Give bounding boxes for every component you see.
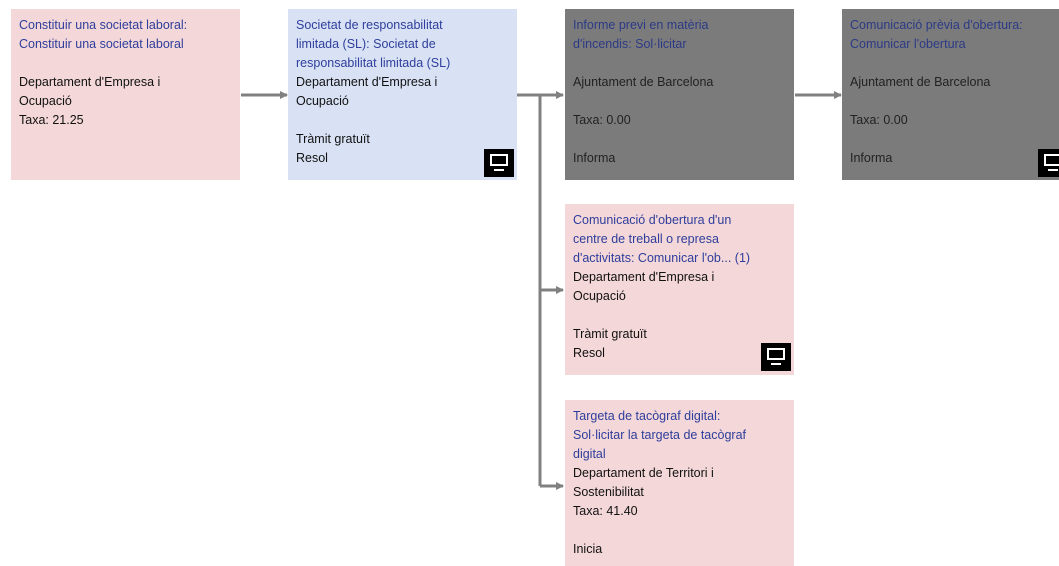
card-title-line: Societat de responsabilitat	[296, 18, 443, 32]
card-title[interactable]: Societat de responsabilitat limitada (SL)…	[296, 16, 509, 73]
card-title-line: Informe previ en matèria	[573, 18, 709, 32]
card-title-line: Targeta de tacògraf digital:	[573, 409, 721, 423]
card-detail-line: Taxa: 0.00	[850, 113, 908, 127]
card-detail-line: Tràmit gratuït	[296, 132, 370, 146]
card-societat-responsabilitat-limitada[interactable]: Societat de responsabilitat limitada (SL)…	[288, 9, 517, 180]
card-title-line: Sol·licitar la targeta de tacògraf	[573, 428, 747, 442]
card-title-line: d'activitats: Comunicar l'ob... (1)	[573, 251, 751, 265]
card-detail-line: Ajuntament de Barcelona	[850, 75, 991, 89]
card-detail-line: Ocupació	[573, 289, 626, 303]
card-details: Departament de Territori i Sostenibilitat…	[573, 464, 786, 559]
card-detail-line: Departament d'Empresa i	[19, 75, 161, 89]
card-title[interactable]: Comunicació prèvia d'obertura: Comunicar …	[850, 16, 1059, 54]
card-detail-line: Sostenibilitat	[573, 485, 644, 499]
card-title-line: limitada (SL): Societat de	[296, 37, 436, 51]
card-detail-line: Ocupació	[19, 94, 72, 108]
card-detail-line: Departament d'Empresa i	[573, 270, 715, 284]
card-detail-line: Inicia	[573, 542, 603, 556]
card-detail-line: Ocupació	[296, 94, 349, 108]
card-title-line: Comunicar l'obertura	[850, 37, 966, 51]
card-detail-line: Resol	[296, 151, 328, 165]
card-detail-line: Informa	[850, 151, 893, 165]
card-detail-line: Informa	[573, 151, 616, 165]
card-detail-line: Resol	[573, 346, 605, 360]
card-detail-line: Taxa: 21.25	[19, 113, 84, 127]
card-title[interactable]: Comunicació d'obertura d'un centre de tre…	[573, 211, 786, 268]
card-title-line: digital	[573, 447, 606, 461]
card-societat-laboral[interactable]: Constituir una societat laboral: Constitu…	[11, 9, 240, 180]
card-detail-line: Ajuntament de Barcelona	[573, 75, 714, 89]
card-title-line: Constituir una societat laboral:	[19, 18, 188, 32]
card-detail-line: Tràmit gratuït	[573, 327, 647, 341]
card-title-line: centre de treball o represa	[573, 232, 719, 246]
card-title[interactable]: Informe previ en matèria d'incendis: Sol·…	[573, 16, 786, 54]
card-detail-line: Departament de Territori i	[573, 466, 714, 480]
card-title[interactable]: Constituir una societat laboral: Constitu…	[19, 16, 232, 54]
card-title-line: Comunicació d'obertura d'un	[573, 213, 732, 227]
card-detail-line: Taxa: 0.00	[573, 113, 631, 127]
card-comunicacio-previa-obertura[interactable]: Comunicació prèvia d'obertura: Comunicar …	[842, 9, 1059, 180]
card-detail-line: Taxa: 41.40	[573, 504, 638, 518]
monitor-icon[interactable]	[1038, 149, 1059, 177]
monitor-icon[interactable]	[761, 343, 791, 371]
monitor-icon[interactable]	[484, 149, 514, 177]
card-informe-incendis[interactable]: Informe previ en matèria d'incendis: Sol·…	[565, 9, 794, 180]
card-title[interactable]: Targeta de tacògraf digital: Sol·licitar …	[573, 407, 786, 464]
card-title-line: Constituir una societat laboral	[19, 37, 184, 51]
card-title-line: d'incendis: Sol·licitar	[573, 37, 687, 51]
card-title-line: responsabilitat limitada (SL)	[296, 56, 451, 70]
card-targeta-tacograf[interactable]: Targeta de tacògraf digital: Sol·licitar …	[565, 400, 794, 566]
card-detail-line: Departament d'Empresa i	[296, 75, 438, 89]
card-comunicacio-obertura-centre[interactable]: Comunicació d'obertura d'un centre de tre…	[565, 204, 794, 375]
card-title-line: Comunicació prèvia d'obertura:	[850, 18, 1023, 32]
